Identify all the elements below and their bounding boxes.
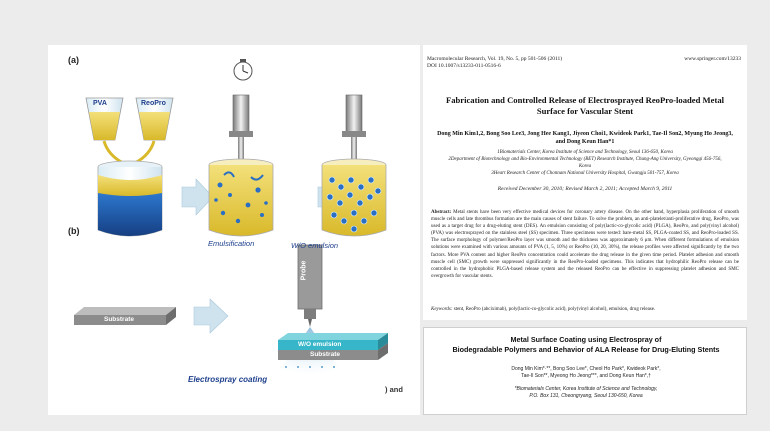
doi-line: DOI 10.1007/s13233-011-0516-6: [427, 63, 501, 69]
affiliations: 1Biomaterials Center, Korea Institute of…: [443, 149, 727, 177]
beaker-oil-phase: [97, 160, 163, 237]
timer-icon: [233, 59, 253, 81]
trailing-text: ) and: [385, 385, 403, 394]
substrate-right-label: Substrate: [310, 351, 340, 358]
keywords-text: stent, ReoPro (abciximab), poly(lactic-c…: [453, 307, 656, 312]
panel-label-a: (a): [68, 55, 79, 65]
wo-emulsion-label: W/O emulsion: [291, 241, 339, 250]
figure-panel: (a) (b) PVA ReoPro Emulsification W/O em…: [48, 45, 420, 415]
abstract: Abstract: Metal stents have been very ef…: [431, 209, 739, 280]
keywords-label: Keywords:: [431, 307, 453, 312]
probe-label: Probe: [300, 260, 308, 281]
schematic-figure: [74, 59, 388, 375]
received-dates: Received December 30, 2010; Revised Marc…: [497, 186, 673, 192]
paper2-affil-line2: P.O. Box 131, Cheongryang, Seoul 130-650…: [529, 393, 643, 399]
substrate-bare: [74, 307, 176, 325]
affiliation-3: 3Heart Research Center of Chonnam Nation…: [491, 171, 679, 176]
reopro-cup: [135, 97, 174, 141]
journal-header: Macromolecular Research, Vol. 19, No. 5,…: [427, 56, 562, 70]
panel-label-b: (b): [68, 226, 80, 236]
journal-line: Macromolecular Research, Vol. 19, No. 5,…: [427, 56, 563, 62]
arrow-1: [181, 178, 214, 216]
beaker-wo-emulsion: [321, 158, 387, 237]
paper-title: Fabrication and Controlled Release of El…: [445, 95, 725, 116]
website-link[interactable]: www.springer.com/13233: [684, 56, 741, 62]
author-list: Dong Min Kim1,2, Bong Soo Lee3, Jong Hee…: [437, 131, 733, 145]
wo-emulsion-layer-label: W/O emulsion: [298, 341, 342, 348]
paper2-title: Metal Surface Coating using Electrospray…: [430, 335, 742, 355]
affiliation-2: 2Department of Biotechnology and Bio-Env…: [448, 157, 722, 169]
emulsification-label: Emulsification: [208, 239, 255, 248]
substrate-left-label: Substrate: [104, 316, 134, 323]
pva-cup: [85, 97, 124, 141]
abstract-text: Metal stents have been very effective me…: [431, 210, 740, 279]
paper2-affiliation: *Biomaterials Center, Korea Institute of…: [430, 386, 742, 400]
affiliation-1: 1Biomaterials Center, Korea Institute of…: [497, 150, 673, 155]
paper-second-page: Metal Surface Coating using Electrospray…: [423, 327, 747, 415]
abstract-label: Abstract:: [431, 210, 452, 215]
paper2-title-line2: Biodegradable Polymers and Behavior of A…: [452, 345, 720, 354]
paper2-authors: Dong Min Kim*·**, Bong Soo Lee*, Cheol H…: [430, 366, 742, 380]
substrate-coated: [278, 333, 388, 360]
electrospray-coating-label: Electrospray coating: [188, 375, 268, 384]
reopro-label: ReoPro: [141, 100, 166, 107]
arrow-3: [193, 298, 229, 334]
paper2-affil-line1: *Biomaterials Center, Korea Institute of…: [514, 386, 658, 392]
paper2-authors-line2: Tae-Il Son**, Myeong Ho Jeong***, and Do…: [521, 373, 651, 379]
pva-label: PVA: [93, 100, 107, 107]
keywords: Keywords: stent, ReoPro (abciximab), pol…: [431, 307, 739, 312]
paper2-authors-line1: Dong Min Kim*·**, Bong Soo Lee*, Cheol H…: [511, 366, 661, 372]
beaker-emulsification: [208, 158, 274, 237]
paper2-title-line1: Metal Surface Coating using Electrospray…: [510, 335, 662, 344]
paper-first-page: Macromolecular Research, Vol. 19, No. 5,…: [423, 45, 747, 320]
